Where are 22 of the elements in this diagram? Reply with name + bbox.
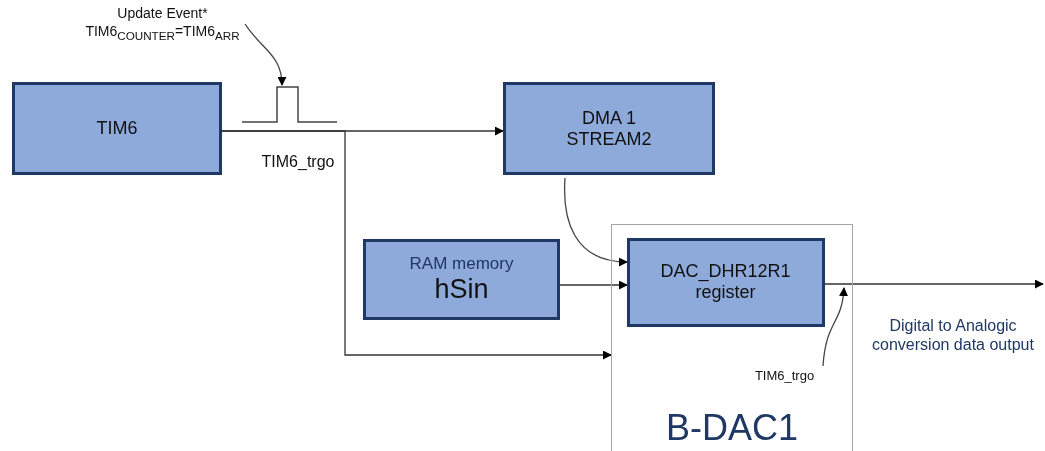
signal-label: Digital to Analogic conversion data output — [871, 316, 1035, 355]
signal-arrow — [559, 280, 628, 290]
process-block — [503, 82, 715, 175]
annotation-text: Update Event* TIM6$_{COUNTER}$=TIM6$_{ARR}$ — [80, 4, 245, 43]
node-label: TIM6 — [96, 118, 138, 139]
annotation-text: TIM6_trgo — [744, 365, 825, 384]
module-title: B-DAC1 — [665, 407, 799, 449]
process-block — [363, 239, 560, 320]
signal-label: TIM6_trgo — [260, 152, 336, 172]
process-block — [12, 82, 222, 175]
pointer-arrow — [822, 287, 848, 367]
module-frame — [611, 224, 853, 451]
pulse-waveform — [242, 86, 337, 123]
node-label: RAM memory — [409, 254, 514, 274]
node-label: DMA 1 STREAM2 — [565, 107, 653, 150]
pointer-arrow — [244, 23, 287, 86]
node-label: DAC_DHR12R1 register — [660, 261, 791, 303]
signal-arrow — [824, 279, 1044, 289]
signal-arrow — [221, 130, 612, 360]
process-block — [626, 237, 825, 327]
node-label: hSin — [434, 273, 489, 305]
pointer-arrow — [563, 177, 628, 266]
